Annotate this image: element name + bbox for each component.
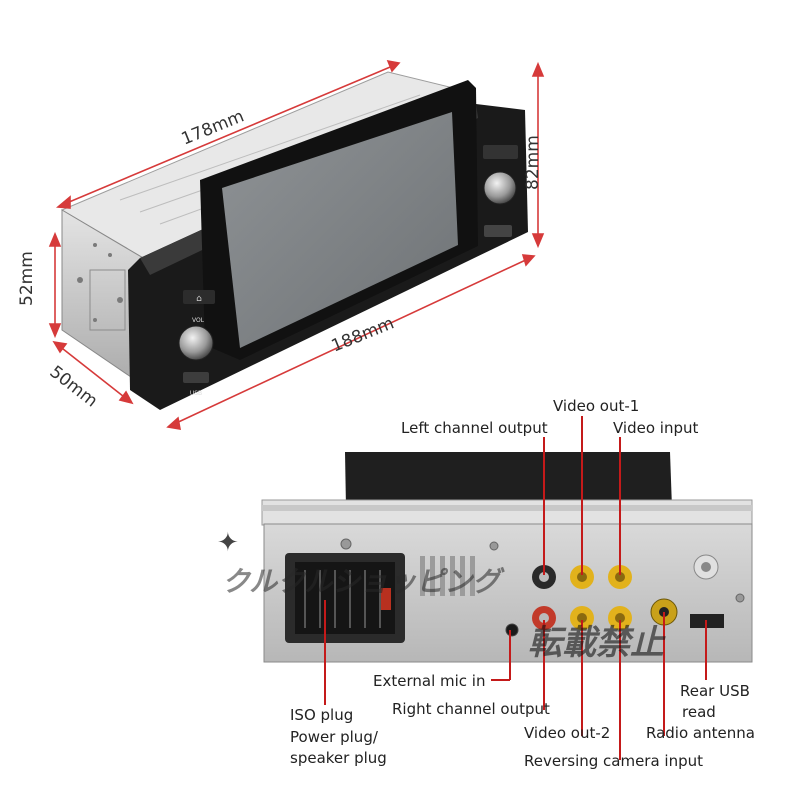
vol-label: VOL — [192, 317, 205, 324]
back-unit — [261, 452, 753, 663]
label-video-out-2: Video out-2 — [524, 724, 611, 742]
dimension-lines — [48, 59, 545, 430]
label-iso-plug: ISO plug — [290, 706, 354, 724]
label-power-plug: Power plug/ — [290, 728, 378, 746]
label-rear-usb: Rear USB — [680, 682, 750, 700]
label-rear-usb-read: read — [682, 703, 716, 721]
label-speaker-plug: speaker plug — [290, 749, 387, 767]
front-bezel — [128, 80, 528, 410]
left-volume-knob-icon — [178, 325, 214, 361]
pointer-lines — [324, 416, 707, 760]
dim-height-right: 82mm — [523, 135, 543, 190]
home-button-icon: ⌂ — [196, 294, 202, 304]
label-right-channel-output: Right channel output — [392, 700, 550, 718]
watermark-shop-name: クルクルショッピング — [222, 565, 501, 598]
display-screen — [222, 112, 458, 348]
watermark-no-repost: 転載禁止 — [528, 623, 664, 663]
label-reversing-camera-input: Reversing camera input — [524, 752, 704, 770]
left-controls: ⌂ VOL USB — [178, 290, 215, 397]
mic-jack-icon — [505, 623, 519, 637]
label-video-out-1: Video out-1 — [553, 397, 640, 415]
label-radio-antenna: Radio antenna — [646, 724, 755, 742]
dim-height-left: 52mm — [17, 251, 37, 306]
rca-jacks — [532, 565, 632, 630]
label-left-channel-output: Left channel output — [401, 419, 548, 437]
sparkle-icon: ✦ — [217, 528, 239, 558]
label-video-input: Video input — [613, 419, 699, 437]
label-external-mic-in: External mic in — [373, 672, 486, 690]
usb-port-icon — [183, 372, 209, 383]
right-volume-knob-icon — [483, 171, 517, 205]
right-controls — [483, 145, 518, 237]
usb-label: USB — [190, 390, 202, 397]
